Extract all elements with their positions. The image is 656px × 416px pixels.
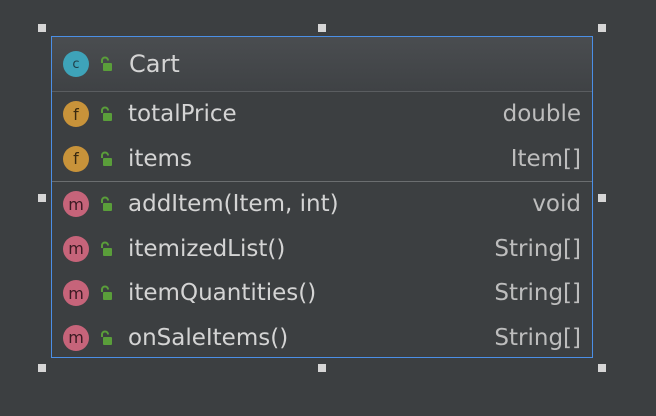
- field-row[interactable]: f items Item[]: [52, 137, 592, 182]
- resize-handle-top-center[interactable]: [318, 24, 326, 32]
- method-row[interactable]: m itemQuantities() String[]: [52, 271, 592, 316]
- unlocked-padlock-icon: [101, 196, 112, 212]
- field-icon: f: [63, 145, 89, 172]
- unlocked-padlock-icon: [101, 106, 112, 122]
- unlocked-padlock-icon: [101, 330, 112, 345]
- field-badge-letter: f: [73, 104, 79, 124]
- method-return-type: String[]: [494, 324, 581, 351]
- class-header[interactable]: c Cart: [52, 37, 592, 92]
- class-badge-letter: c: [72, 56, 80, 72]
- class-node-cart[interactable]: c Cart f totalPrice double: [51, 36, 593, 358]
- resize-handle-middle-right[interactable]: [598, 194, 606, 202]
- method-return-type: String[]: [494, 235, 581, 262]
- method-icon: m: [63, 235, 89, 262]
- method-badge-letter: m: [68, 328, 84, 348]
- field-icon: f: [63, 101, 89, 128]
- method-name: onSaleItems(): [128, 324, 289, 351]
- resize-handle-bottom-left[interactable]: [38, 364, 46, 372]
- field-type: Item[]: [510, 145, 581, 172]
- method-row[interactable]: m addItem(Item, int) void: [52, 182, 592, 227]
- method-row[interactable]: m itemizedList() String[]: [52, 227, 592, 272]
- method-icon: m: [63, 191, 89, 218]
- field-type: double: [502, 101, 581, 128]
- methods-section: m addItem(Item, int) void m itemizedList…: [52, 182, 592, 360]
- unlocked-padlock-icon: [101, 151, 112, 166]
- method-return-type: String[]: [494, 280, 581, 307]
- resize-handle-bottom-center[interactable]: [318, 364, 326, 372]
- unlocked-padlock-icon: [101, 285, 112, 301]
- field-row[interactable]: f totalPrice double: [52, 92, 592, 137]
- class-icon: c: [63, 51, 89, 77]
- unlocked-padlock-icon: [101, 241, 112, 256]
- method-name: itemQuantities(): [128, 280, 317, 307]
- field-name: totalPrice: [128, 101, 237, 128]
- field-badge-letter: f: [73, 149, 79, 169]
- method-badge-letter: m: [68, 194, 84, 214]
- resize-handle-bottom-right[interactable]: [598, 364, 606, 372]
- method-return-type: void: [532, 191, 581, 218]
- field-name: items: [128, 145, 192, 172]
- method-icon: m: [63, 324, 89, 351]
- method-name: addItem(Item, int): [128, 191, 339, 218]
- resize-handle-top-left[interactable]: [38, 24, 46, 32]
- class-name: Cart: [129, 50, 180, 78]
- resize-handle-middle-left[interactable]: [38, 194, 46, 202]
- method-badge-letter: m: [68, 283, 84, 303]
- method-badge-letter: m: [68, 239, 84, 259]
- unlocked-padlock-icon: [101, 56, 112, 71]
- resize-handle-top-right[interactable]: [598, 24, 606, 32]
- method-icon: m: [63, 280, 89, 307]
- method-row[interactable]: m onSaleItems() String[]: [52, 316, 592, 361]
- fields-section: f totalPrice double f items Item[]: [52, 92, 592, 182]
- method-name: itemizedList(): [128, 235, 286, 262]
